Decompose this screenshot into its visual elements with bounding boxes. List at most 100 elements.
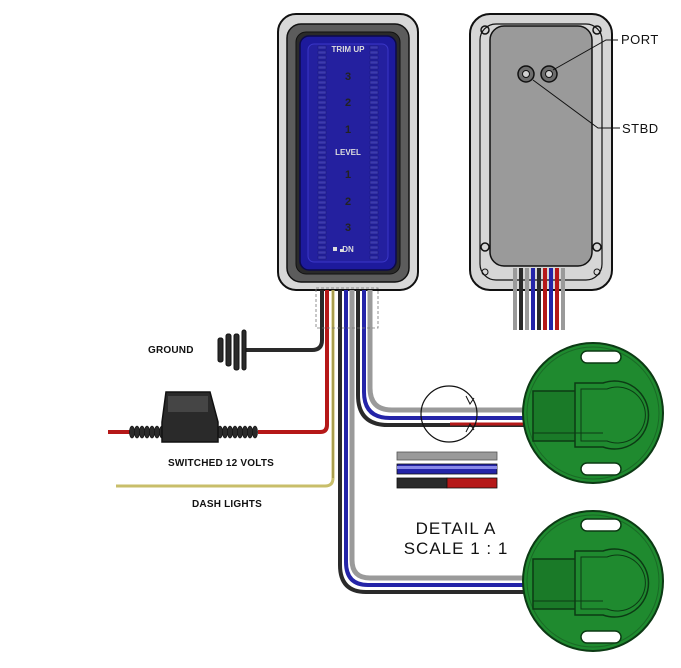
led-segment <box>317 180 327 185</box>
led-segment <box>317 215 327 220</box>
led-segment <box>369 120 379 125</box>
led-column-left <box>317 45 327 260</box>
led-segment <box>369 55 379 60</box>
led-segment <box>317 80 327 85</box>
led-segment <box>369 180 379 185</box>
fuse-spring-coil <box>149 425 155 439</box>
led-segment <box>369 45 379 50</box>
scale-level-label: LEVEL <box>335 148 361 157</box>
led-segment <box>369 150 379 155</box>
back-wire-bundle <box>513 268 565 330</box>
led-segment <box>317 120 327 125</box>
led-segment <box>317 230 327 235</box>
main-wire-harness <box>116 287 530 594</box>
led-segment <box>317 250 327 255</box>
led-segment <box>369 110 379 115</box>
switched-12-volts-label: SWITCHED 12 VOLTS <box>168 458 275 469</box>
led-segment <box>317 205 327 210</box>
led-segment <box>369 70 379 75</box>
detail-a-wire-detail <box>396 451 498 489</box>
led-segment <box>369 235 379 240</box>
led-segment <box>317 95 327 100</box>
led-segment <box>369 160 379 165</box>
led-segment <box>317 155 327 160</box>
led-segment <box>369 125 379 130</box>
stbd-adjust-screw <box>517 65 535 83</box>
led-segment <box>317 255 327 260</box>
led-segment <box>369 190 379 195</box>
stbd-label: STBD <box>622 121 659 136</box>
fuse-spring-coil <box>237 425 243 439</box>
led-segment <box>317 220 327 225</box>
fuse-spring-coil <box>129 425 135 439</box>
led-segment <box>317 200 327 205</box>
scale-top-label: TRIM UP <box>332 45 366 54</box>
led-segment <box>317 115 327 120</box>
led-segment <box>317 85 327 90</box>
led-segment <box>369 130 379 135</box>
led-segment <box>317 175 327 180</box>
led-segment <box>317 190 327 195</box>
led-segment <box>369 210 379 215</box>
port-label: PORT <box>621 32 659 47</box>
led-segment <box>317 110 327 115</box>
scale-mark-3-up: 3 <box>345 71 351 83</box>
led-segment <box>317 170 327 175</box>
led-segment <box>317 160 327 165</box>
fuse-spring-coil <box>227 425 233 439</box>
led-segment <box>317 100 327 105</box>
led-segment <box>369 105 379 110</box>
scale-bottom-label: DN <box>342 245 354 254</box>
ground-label: GROUND <box>148 345 194 356</box>
led-segment <box>369 60 379 65</box>
led-segment <box>317 130 327 135</box>
fuse-spring-coil <box>252 425 258 439</box>
led-segment <box>317 90 327 95</box>
scale-mark-1-down: 1 <box>345 169 351 181</box>
led-segment <box>317 245 327 250</box>
callout-leaders <box>532 39 620 129</box>
led-segment <box>317 75 327 80</box>
led-segment <box>317 45 327 50</box>
led-segment <box>317 235 327 240</box>
led-segment <box>369 65 379 70</box>
led-segment <box>317 145 327 150</box>
led-segment <box>369 90 379 95</box>
fuse-spring-coil <box>134 425 140 439</box>
led-segment <box>317 225 327 230</box>
detail-a-scale: SCALE 1 : 1 <box>403 539 509 558</box>
led-segment <box>369 140 379 145</box>
led-segment <box>369 145 379 150</box>
led-segment <box>369 165 379 170</box>
fuse-spring-coil <box>154 425 160 439</box>
scale-mark-2-up: 2 <box>345 97 351 109</box>
led-segment <box>317 210 327 215</box>
led-segment <box>317 70 327 75</box>
detail-a-circle <box>420 385 478 443</box>
led-segment <box>317 165 327 170</box>
led-segment <box>317 185 327 190</box>
led-segment <box>369 75 379 80</box>
port-adjust-screw <box>540 65 558 83</box>
led-segment <box>369 100 379 105</box>
led-segment <box>369 80 379 85</box>
led-segment <box>369 200 379 205</box>
fuse-spring-coil <box>139 425 145 439</box>
led-segment <box>369 135 379 140</box>
trim-gauge-back <box>469 13 613 330</box>
led-segment <box>317 65 327 70</box>
led-segment <box>369 240 379 245</box>
led-segment <box>369 175 379 180</box>
led-segment <box>369 205 379 210</box>
led-segment <box>369 155 379 160</box>
led-segment <box>369 215 379 220</box>
led-segment <box>317 60 327 65</box>
led-segment <box>317 195 327 200</box>
led-segment <box>369 85 379 90</box>
led-column-right <box>369 45 379 260</box>
fuse-spring-coil <box>247 425 253 439</box>
ground-symbol <box>217 329 247 371</box>
scale-mark-1-up: 1 <box>345 124 351 136</box>
led-segment <box>369 115 379 120</box>
